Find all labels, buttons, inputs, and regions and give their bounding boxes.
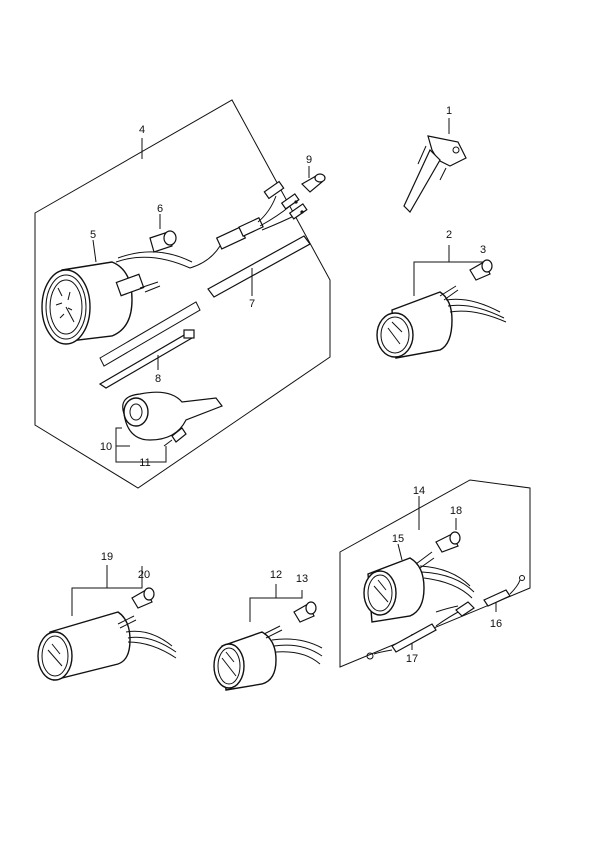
part-16-connector: [483, 575, 525, 612]
part-13-bulb: [293, 601, 317, 623]
part-5-tachometer-gauge: [41, 239, 221, 345]
callout-10: 10: [100, 441, 112, 453]
callout-9: 9: [306, 154, 312, 166]
part-11-screw: [163, 427, 187, 447]
part-20-bulb: [131, 587, 155, 609]
part-2-trim-meter: [376, 245, 507, 359]
part-12-gauge: [213, 584, 323, 691]
callout-11: 11: [139, 457, 150, 469]
kit-4-panel: [34, 99, 331, 489]
callout-2: 2: [446, 229, 452, 241]
callout-14: 14: [413, 485, 425, 497]
kit-14-panel: [339, 479, 531, 668]
callout-1: 1: [446, 105, 452, 117]
part-7-tube: [99, 235, 311, 367]
callout-16: 16: [490, 618, 502, 630]
callout-labels: 1 2 3 4 5 6 7 8 9 10 11 12 13 14 15 16 1…: [90, 105, 502, 665]
part-15-gauge: [363, 543, 475, 623]
callout-5: 5: [90, 229, 96, 241]
part-17-harness: [366, 601, 475, 660]
part-6-bulb: [149, 214, 177, 253]
part-19-gauge: [37, 565, 177, 681]
part-8-cable-tie: [98, 329, 195, 389]
callout-8: 8: [155, 373, 161, 385]
callout-20: 20: [138, 569, 150, 581]
callout-6: 6: [157, 203, 163, 215]
callout-18: 18: [450, 505, 462, 517]
part-18-bulb: [435, 518, 461, 553]
callout-3: 3: [480, 244, 486, 256]
part-9-bulb: [301, 166, 326, 193]
callout-4: 4: [139, 124, 145, 136]
callout-7: 7: [249, 298, 255, 310]
callout-15: 15: [392, 533, 404, 545]
part-3-bulb: [469, 259, 493, 281]
callout-19: 19: [101, 551, 113, 563]
part-1-lever: [403, 118, 467, 213]
part-10-bracket: [115, 391, 223, 463]
callout-12: 12: [270, 569, 282, 581]
tacho-harness: [215, 180, 308, 250]
callout-17: 17: [406, 653, 418, 665]
callout-13: 13: [296, 573, 308, 585]
